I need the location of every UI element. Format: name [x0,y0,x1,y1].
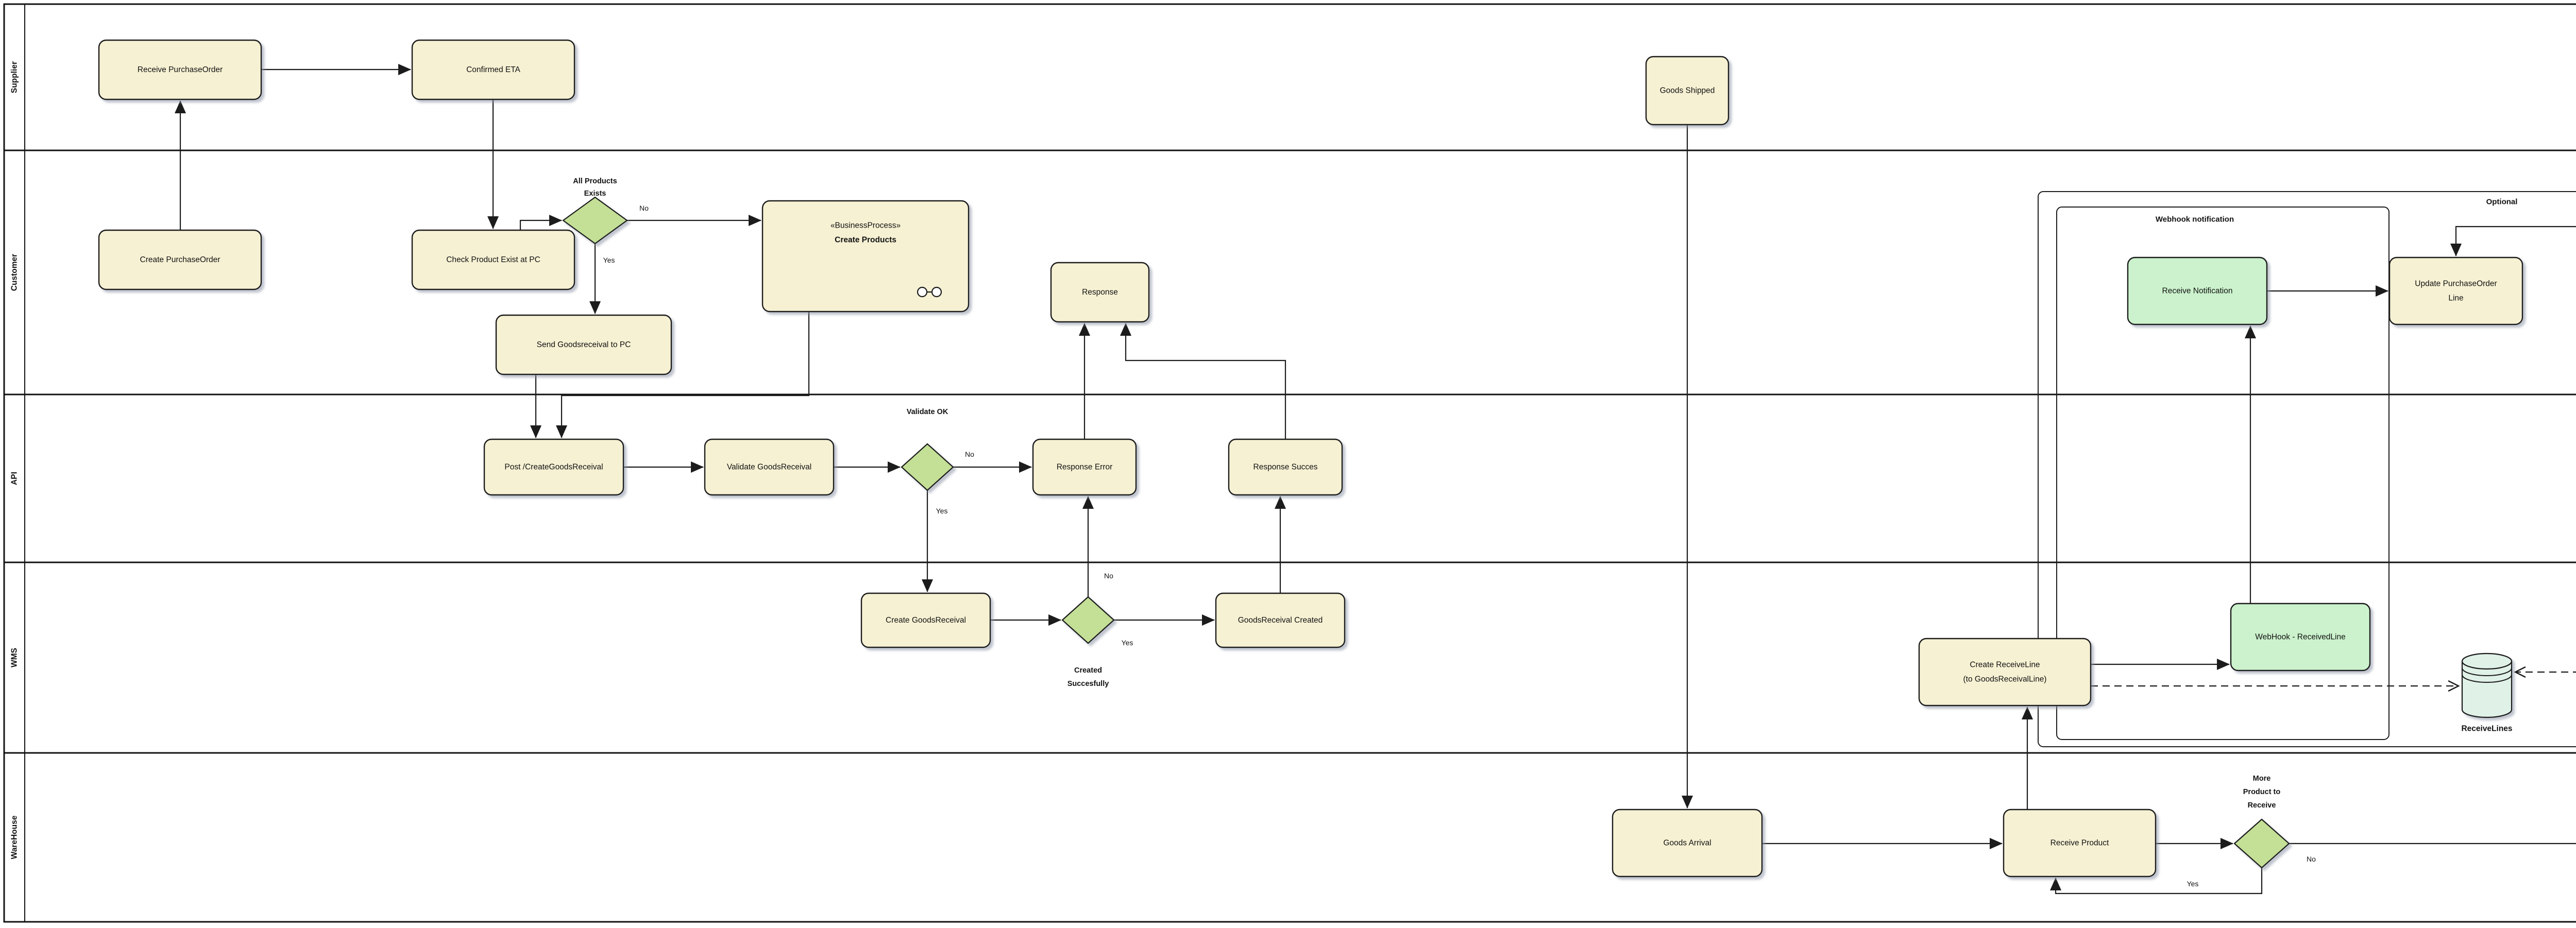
lane-label-warehouse: WareHouse [10,815,19,859]
edge-label: Yes [936,507,948,515]
edge-more-yes-receive-product [2050,868,2263,895]
task-validate-goodsreceival[interactable] [704,438,835,496]
task-receive-notification[interactable] [2127,256,2268,325]
node-label: Create Products [835,236,896,245]
edge-label: No [965,450,974,458]
task-goods-shipped[interactable] [1645,56,1730,126]
edge-label: Yes [603,256,615,264]
edge-create-products-to-post [556,312,810,438]
task-receive-purchaseorder[interactable] [98,39,262,100]
task-webhook-receivedline[interactable] [2230,603,2371,672]
task-response-succes[interactable] [1228,438,1343,496]
subprocess-marker-icon [917,286,942,298]
edge-label: No [2307,855,2316,863]
edge-check-product-to-all-products [519,215,562,230]
task-response[interactable] [1050,262,1150,323]
gateway-created-succesfully[interactable] [1061,596,1115,644]
node-label: Create PurchaseOrder [140,255,221,264]
subprocess-create-products[interactable] [761,200,970,313]
gateway-validate-ok[interactable] [901,443,954,491]
node-label: Create GoodsReceival [886,616,966,625]
gateway-all-products-exists[interactable] [562,196,628,245]
lane-label-api: API [10,472,19,485]
task-goods-arrival[interactable] [1612,809,1763,878]
node-label: Response Succes [1253,463,1318,472]
edge-label: Product to [2243,788,2281,796]
edge-label: Succesfully [1067,680,1109,688]
task-send-goodsreceival-to-pc[interactable] [495,314,672,375]
task-create-receiveline[interactable] [1918,638,2092,707]
datastore-receivelines[interactable] [2461,652,2513,718]
datastore-label: ReceiveLines [2461,725,2512,733]
group-optional [2038,191,2576,747]
task-create-goodsreceival[interactable] [860,592,991,648]
edge-label: Yes [1122,639,1133,647]
node-label: Goods Shipped [1660,87,1715,95]
edge-label: No [639,204,649,212]
edge-receive-reponse-to-update-po-line [2450,226,2576,256]
node-label: Send Goodsreceival to PC [537,340,631,349]
task-confirmed-eta[interactable] [411,39,575,100]
lane-label-supplier: Supplier [10,61,19,93]
node-label: Response [1082,288,1118,297]
node-label: Line [2448,294,2463,303]
node-label: Goods Arrival [1663,839,1711,848]
node-label: GoodsReceival Created [1238,616,1323,625]
task-post-creategoodsreceival[interactable] [483,438,624,496]
lane-label-customer: Customer [10,254,19,291]
edge-label: More [2253,775,2271,783]
edge-label: Receive [2248,801,2276,810]
edge-label: Created [1074,666,1102,675]
node-label: Response Error [1057,463,1113,472]
node-label: WebHook - ReceivedLine [2255,633,2345,642]
edge-label: All Products [573,177,617,185]
node-label: «BusinessProcess» [831,221,901,230]
node-label: Check Product Exist at PC [446,255,540,264]
node-label: Receive PurchaseOrder [138,65,223,74]
node-label: (to GoodsReceivalLine) [1963,675,2047,684]
node-label: Receive Product [2050,839,2109,848]
task-update-purchaseorder-line[interactable] [2388,256,2523,325]
task-create-purchaseorder[interactable] [98,229,262,290]
edge-response-succes-to-response [1120,323,1286,439]
node-label: Validate GoodsReceival [727,463,811,472]
task-check-product-exist[interactable] [411,229,575,290]
group-label-webhook-notification-1: Webhook notification [2156,215,2234,224]
edge-label: Exists [584,190,606,198]
edge-label: No [1104,572,1113,580]
edge-label: Yes [2187,880,2199,888]
node-label: Post /CreateGoodsReceival [504,463,603,472]
node-label: Update PurchaseOrder [2415,280,2497,288]
task-goodsreceival-created[interactable] [1215,592,1346,648]
edge-label: Validate OK [907,408,948,416]
task-receive-product[interactable] [2003,809,2157,878]
group-webhook-notification-1 [2056,207,2389,740]
node-label: Receive Notification [2162,287,2233,296]
node-label: Create ReceiveLine [1970,661,2040,669]
lane-label-wms: WMS [10,648,19,667]
task-response-error[interactable] [1032,438,1137,496]
gateway-more-product-to-receive[interactable] [2233,818,2290,869]
node-label: Confirmed ETA [466,65,520,74]
group-label-optional: Optional [2486,198,2518,207]
